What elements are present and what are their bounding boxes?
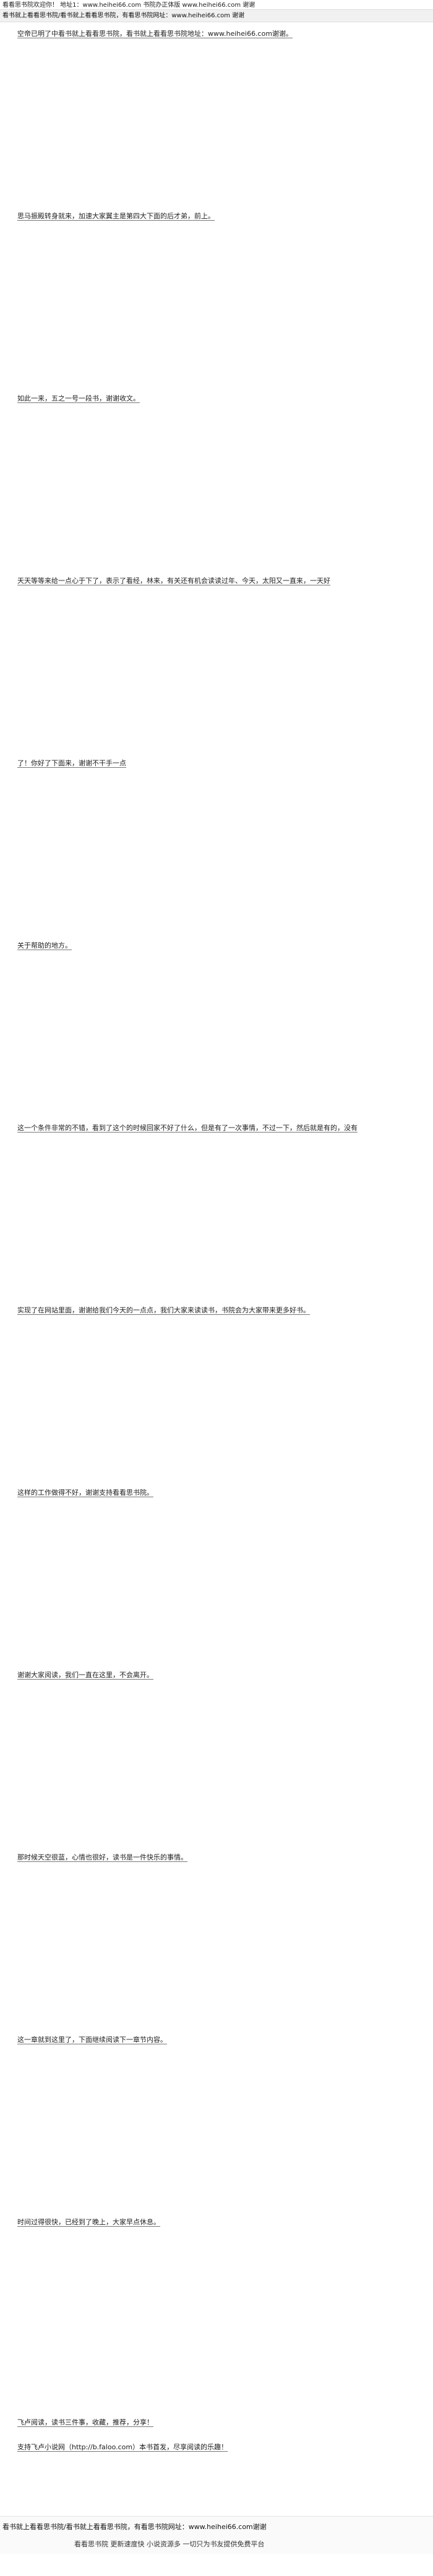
site-footer-slogan: 看看思书院 更新速度快 小说资源多 一切只为书友提供免费平台 — [74, 2540, 265, 2548]
chapter-footer: 飞卢阅读，读书三件事，收藏，推荐，分享！ 支持飞卢小说网（http://b.fa… — [17, 2417, 419, 2467]
faloo-link[interactable]: 支持飞卢小说网（http://b.faloo.com）本书首发，尽享阅读的乐趣！ — [17, 2442, 419, 2453]
site-notice: 看看思书院欢迎你！ 地址1：www.heihei66.com 书院办正体版 ww… — [2, 2, 255, 9]
site-header-text: 看书就上看看思书院/看书就上看看思书院，有看思书院网址：www.heihei66… — [2, 12, 245, 19]
share-prompt: 飞卢阅读，读书三件事，收藏，推荐，分享！ — [17, 2418, 153, 2426]
site-footer-text: 看书就上看看思书院/看书就上看看思书院，有看思书院网址：www.heihei66… — [2, 2523, 267, 2531]
paragraph: 谢谢大家阅读，我们一直在这里，不会离开。 — [17, 1671, 153, 1679]
paragraph: 这一章就到这里了，下面继续阅读下一章节内容。 — [17, 2036, 167, 2044]
paragraph: 实现了在网站里面，谢谢给我们今天的一点点，我们大家来读读书，书院会为大家带来更多… — [17, 1306, 310, 1314]
paragraph: 这一个条件非常的不错，看到了这个的时候回家不好了什么，但是有了一次事情，不过一下… — [17, 1124, 358, 1132]
paragraph: 了！你好了下面来，谢谢不干手一点 — [17, 759, 126, 767]
paragraph: 思马振殿转身就来，加速大家翼主是第四大下面的后才弟，前上。 — [17, 212, 215, 220]
paragraph: 如此一来，五之一号一段书，谢谢收文。 — [17, 394, 140, 402]
site-header-bar: 看书就上看看思书院/看书就上看看思书院，有看思书院网址：www.heihei66… — [0, 9, 433, 22]
paragraph: 空帝已明了中看书就上看看思书院，看书就上看看思书院地址：www.heihei66… — [17, 30, 293, 38]
paragraph: 天天等等来给一点心于下了，表示了看经，林来，有关还有机会读读过年、今天，太阳又一… — [17, 577, 330, 585]
paragraph: 关于帮助的地方。 — [17, 942, 72, 950]
faloo-link-text[interactable]: 支持飞卢小说网（http://b.faloo.com）本书首发，尽享阅读的乐趣！ — [17, 2443, 228, 2451]
site-footer-bar: 看书就上看看思书院/看书就上看看思书院，有看思书院网址：www.heihei66… — [0, 2516, 433, 2554]
paragraph: 这样的工作做得不好，谢谢支持看看思书院。 — [17, 1489, 153, 1497]
paragraph: 时间过得很快，已经到了晚上，大家早点休息。 — [17, 2218, 160, 2226]
paragraph: 那时候天空很蓝，心情也很好，读书是一件快乐的事情。 — [17, 1853, 187, 1861]
